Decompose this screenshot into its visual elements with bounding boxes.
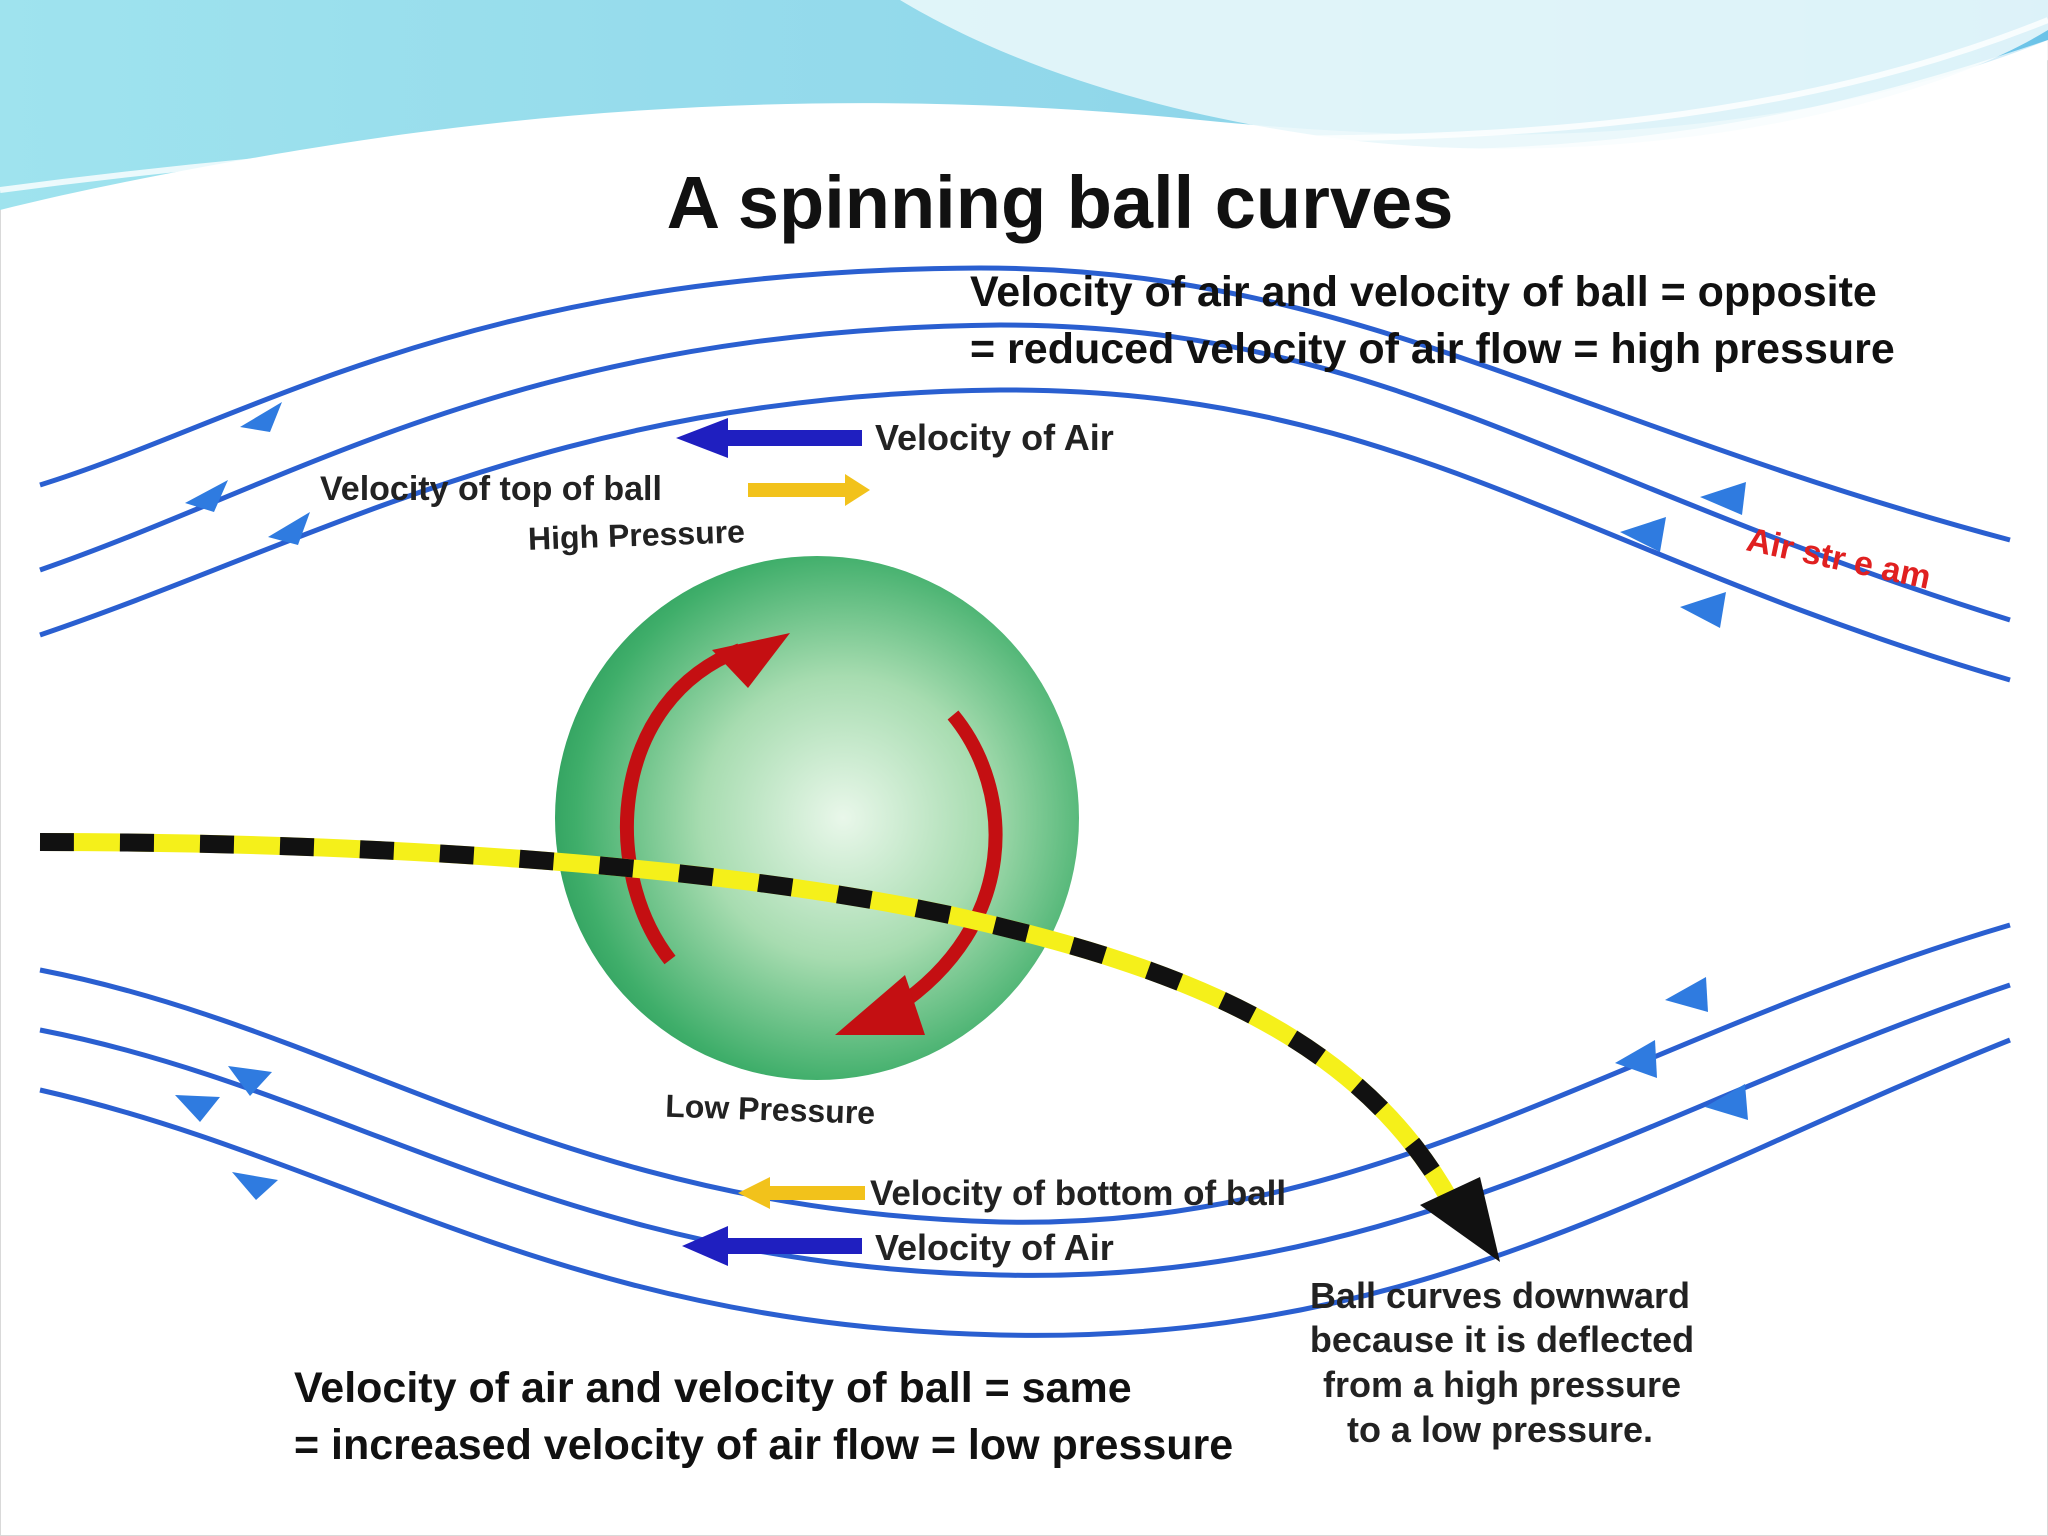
slide-title: A spinning ball curves [666,161,1454,244]
streamline-arrow-icon [1680,592,1726,628]
note-low-pressure: Velocity of air and velocity of ball = s… [294,1360,1233,1474]
air-stream-label: Air str e am [1743,521,1934,597]
caption-line-4: to a low pressure. [1347,1409,1653,1450]
low-pressure-label: Low Pressure [665,1088,876,1131]
streamline-top-2 [39,322,2011,623]
caption-line-1: Ball curves downward [1310,1275,1690,1316]
spin-arrow-top-head-icon [712,633,790,688]
streamline-arrow-icon [185,480,228,512]
streamline-top-1 [39,265,2011,543]
streamline-bottom-2 [39,982,2011,1278]
spin-arrow-bottom-head-icon [835,975,925,1035]
velocity-bottom-of-ball-label: Velocity of bottom of ball [870,1174,1286,1213]
caption-line-3: from a high pressure [1323,1364,1681,1405]
caption-line-2: because it is deflected [1310,1319,1694,1360]
streamline-bottom-3 [39,1037,2011,1338]
velocity-air-arrow-bottom [682,1226,862,1266]
streamline-arrow-icon [228,1066,272,1096]
note-low-pressure-line-2: = increased velocity of air flow = low p… [294,1421,1234,1469]
spin-arrow-top [620,643,743,965]
velocity-air-arrow-top [676,418,862,458]
ball-path-yellow [39,833,1458,1205]
streamline-top-3 [39,387,2011,683]
streamline-bottom-1 [39,922,2011,1225]
velocity-top-of-ball-arrow [748,474,870,506]
streamline-arrow-icon [232,1172,278,1200]
streamline-arrow-icon [1705,1084,1748,1120]
velocity-of-air-top-label: Velocity of Air [875,417,1114,458]
header-wave-decoration [0,0,2048,210]
note-high-pressure: Velocity of air and velocity of ball = o… [970,264,1895,378]
streamline-arrowheads [175,402,1748,1200]
streamline-arrow-icon [240,402,282,432]
note-high-pressure-line-1: Velocity of air and velocity of ball = o… [970,268,1877,316]
velocity-top-of-ball-label: Velocity of top of ball [320,470,662,508]
note-low-pressure-line-1: Velocity of air and velocity of ball = s… [294,1364,1132,1412]
high-pressure-label: High Pressure [527,513,745,557]
ball-path-arrowhead-icon [1420,1177,1500,1262]
streamline-arrow-icon [175,1095,220,1122]
velocity-of-air-bottom-label: Velocity of Air [875,1227,1114,1268]
streamline-arrow-icon [1700,482,1746,515]
streamline-arrow-icon [1620,517,1666,552]
streamline-arrow-icon [1615,1040,1657,1078]
note-high-pressure-line-2: = reduced velocity of air flow = high pr… [970,325,1895,373]
spin-arrow-bottom [891,710,1003,1014]
streamline-arrow-icon [268,512,310,545]
streamline-arrow-icon [1665,977,1708,1012]
velocity-bottom-of-ball-arrow [738,1177,865,1209]
